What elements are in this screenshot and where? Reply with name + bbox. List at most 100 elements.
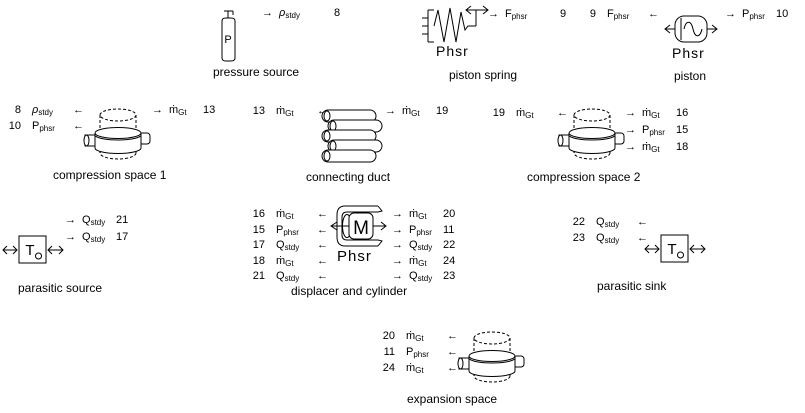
- port-number: 15: [676, 124, 689, 136]
- port-row: 13 ṁGt ←: [245, 105, 328, 118]
- port-row: → Pphsr 11: [392, 224, 454, 237]
- arrow-right-icon: →: [488, 8, 499, 20]
- port-number: 9: [589, 8, 596, 20]
- port-row: → Pphsr 10: [725, 8, 788, 21]
- port-row: 24 ṁGt ←: [375, 362, 458, 375]
- port-row: 10 Pphsr ←: [1, 120, 84, 133]
- icon-label: Phsr: [436, 43, 469, 59]
- port-variable: ṁGt: [402, 105, 420, 118]
- arrow-right-icon: →: [392, 255, 403, 267]
- arrow-right-icon: →: [385, 105, 396, 117]
- port-row: 20 ṁGt ←: [375, 330, 458, 343]
- port-row: 16 ṁGt ←: [245, 208, 328, 221]
- port-variable: Qstdy: [409, 239, 433, 252]
- arrow-left-icon: ←: [317, 270, 328, 282]
- port-number: 8: [14, 104, 21, 116]
- port-variable: Fphsr: [607, 8, 630, 21]
- port-number: 16: [252, 208, 265, 220]
- port-row: → ṁGt 16: [625, 107, 688, 120]
- port-variable: Pphsr: [642, 124, 665, 137]
- port-variable: ṁGt: [169, 104, 187, 117]
- arrow-right-icon: →: [625, 124, 636, 136]
- port-row: 11 Pphsr ←: [375, 346, 458, 359]
- arrow-left-icon: ←: [317, 255, 328, 267]
- port-row: → Qstdy 21: [65, 214, 128, 227]
- temperature-source-icon[interactable]: T: [2, 234, 66, 264]
- svg-text:T: T: [667, 241, 676, 258]
- port-number: 18: [676, 141, 689, 153]
- port-row: → ṁGt 18: [625, 141, 688, 154]
- port-variable: Qstdy: [82, 231, 106, 244]
- port-variable: ṁGt: [409, 208, 427, 221]
- arrow-right-icon: →: [625, 107, 636, 119]
- port-row: → ṁGt 24: [392, 255, 455, 268]
- port-row: 19 ṁGt ←: [485, 107, 568, 120]
- port-number: 16: [676, 107, 689, 119]
- port-number: 17: [252, 239, 265, 251]
- arrow-right-icon: →: [725, 8, 736, 20]
- arrow-right-icon: →: [152, 104, 163, 116]
- arrow-left-icon: ←: [648, 8, 659, 20]
- svg-text:T: T: [25, 242, 34, 259]
- port-number: 13: [203, 104, 216, 116]
- port-variable: Qstdy: [82, 214, 106, 227]
- module-caption-compression-space-2: compression space 2: [527, 170, 641, 184]
- port-row: → Qstdy 22: [392, 239, 455, 252]
- module-caption-compression-space-1: compression space 1: [53, 168, 167, 182]
- port-number: 19: [492, 107, 505, 119]
- module-caption-displacer-and-cylinder: displacer and cylinder: [291, 284, 408, 298]
- piston-cylinder-icon[interactable]: [83, 105, 152, 163]
- spring-icon[interactable]: [418, 2, 492, 46]
- piston-cylinder-icon[interactable]: [557, 105, 626, 163]
- port-variable: ṁGt: [642, 141, 660, 154]
- arrow-right-icon: →: [625, 141, 636, 153]
- displacer-icon[interactable]: M: [330, 203, 390, 249]
- port-number: 23: [443, 270, 456, 282]
- port-variable: ṁGt: [276, 105, 294, 118]
- port-row: 15 Pphsr ←: [245, 224, 328, 237]
- arrow-right-icon: →: [65, 214, 76, 226]
- port-row: → ṁGt 19: [385, 105, 448, 118]
- temperature-sink-icon[interactable]: T: [644, 233, 708, 263]
- arrow-left-icon: ←: [447, 362, 458, 374]
- piston-cylinder-icon[interactable]: [457, 328, 526, 386]
- arrow-left-icon: ←: [317, 105, 328, 117]
- port-number: 19: [436, 105, 449, 117]
- port-variable: ṁGt: [406, 362, 424, 375]
- port-variable: Pphsr: [406, 346, 429, 359]
- arrow-right-icon: →: [392, 239, 403, 251]
- port-variable: ṁGt: [409, 255, 427, 268]
- port-number: 18: [252, 255, 265, 267]
- pipe-bundle-icon[interactable]: [320, 109, 386, 165]
- icon-label: Phsr: [672, 45, 705, 61]
- port-variable: Qstdy: [276, 270, 300, 283]
- port-number: 20: [443, 208, 456, 220]
- port-row: 9 Fphsr ←: [576, 8, 659, 21]
- arrow-right-icon: →: [392, 224, 403, 236]
- module-caption-parasitic-sink: parasitic sink: [597, 279, 667, 293]
- port-number: 10: [776, 8, 789, 20]
- port-row: 17 Qstdy ←: [245, 239, 328, 252]
- arrow-right-icon: →: [392, 270, 403, 282]
- port-number: 22: [572, 216, 585, 228]
- module-caption-piston-spring: piston spring: [449, 68, 518, 82]
- port-row: 18 ṁGt ←: [245, 255, 328, 268]
- port-variable: Pphsr: [742, 8, 765, 21]
- arrow-left-icon: ←: [637, 216, 648, 228]
- port-variable: Pphsr: [276, 224, 299, 237]
- port-number: 11: [443, 224, 455, 236]
- gas-bottle-icon[interactable]: P: [215, 7, 241, 64]
- icon-label: Phsr: [337, 248, 372, 265]
- module-caption-pressure-source: pressure source: [213, 65, 300, 79]
- port-number: 15: [252, 224, 265, 236]
- piston-phasor-icon[interactable]: [662, 14, 720, 44]
- port-row: 23 Qstdy ←: [565, 232, 648, 245]
- svg-text:M: M: [353, 218, 369, 239]
- arrow-left-icon: ←: [557, 107, 568, 119]
- port-variable: ṁGt: [406, 330, 424, 343]
- port-row: 8 ρstdy ←: [1, 104, 84, 117]
- port-number: 21: [116, 214, 129, 226]
- port-variable: Qstdy: [276, 239, 300, 252]
- port-variable: Qstdy: [596, 216, 620, 229]
